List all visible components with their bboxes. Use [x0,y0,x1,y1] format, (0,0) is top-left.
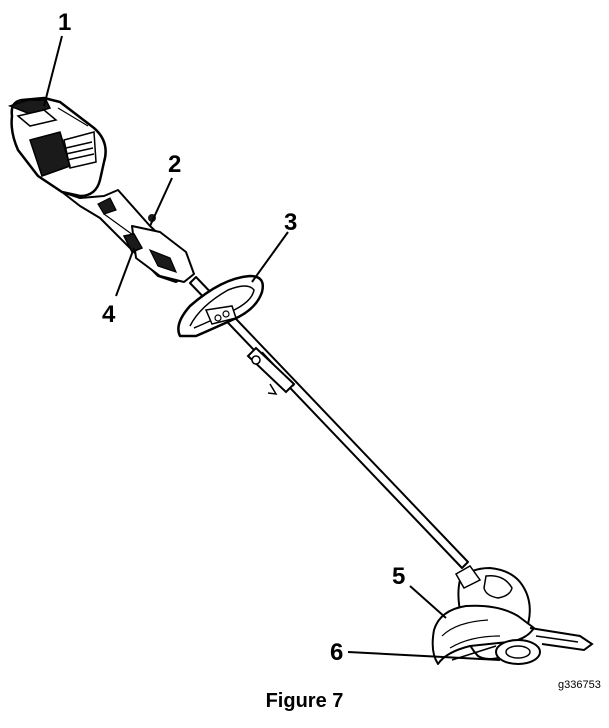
leader-line-1 [43,35,63,107]
leader-line-5 [409,585,447,619]
callout-6: 6 [330,639,343,666]
shaft-coupler [246,346,296,395]
spool-and-cutting-line [451,639,541,665]
figure-caption: Figure 7 [265,690,344,712]
debris-guard [431,604,535,665]
callout-leader-lines [43,35,501,661]
leader-line-4 [115,247,135,297]
edging-guide [529,627,594,652]
leader-line-2 [149,177,173,227]
battery-power-head [7,96,107,198]
leader-line-6 [347,651,501,661]
switch-housing [131,214,195,283]
trigger [122,233,144,253]
leader-line-3 [251,231,289,283]
callout-1: 1 [58,9,71,36]
callout-5: 5 [392,563,405,590]
figure-code: g336753 [558,679,601,691]
front-loop-handle [177,274,264,338]
callout-3: 3 [284,209,297,236]
callout-2: 2 [168,151,181,178]
callout-4: 4 [102,301,116,328]
